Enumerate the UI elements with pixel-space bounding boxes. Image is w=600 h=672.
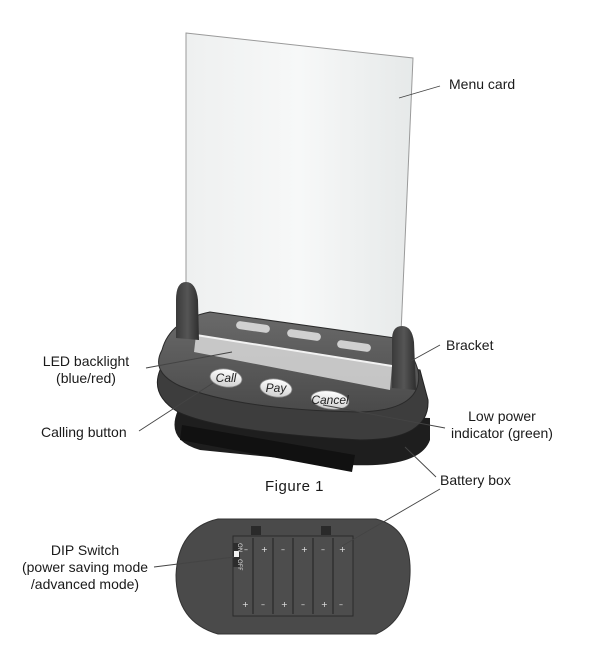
polarity-mark: + xyxy=(339,545,346,554)
menu-card xyxy=(185,32,414,357)
dip-off-label: OFF xyxy=(236,559,243,571)
clip-right xyxy=(321,526,331,535)
dip-switch-label: DIP Switch (power saving mode /advanced … xyxy=(18,542,152,593)
polarity-mark: + xyxy=(301,545,308,554)
pay-button[interactable]: Pay xyxy=(259,377,293,399)
led-backlight-label: LED backlight (blue/red) xyxy=(36,353,136,387)
bracket-right xyxy=(392,326,416,390)
calling-button-label: Calling button xyxy=(41,424,127,440)
battery-box-bottom-view: ON OFF – + – + – + + – + – + – xyxy=(175,518,411,635)
cancel-button[interactable]: Cancel xyxy=(310,388,350,411)
call-button[interactable]: Call xyxy=(209,367,243,389)
dip-switch-line-3: /advanced mode) xyxy=(30,576,140,592)
low-power-line-1: Low power xyxy=(468,408,536,424)
bracket-label: Bracket xyxy=(446,337,494,353)
polarity-mark: – xyxy=(281,545,285,554)
clip-left xyxy=(251,526,261,535)
polarity-mark: + xyxy=(261,545,268,554)
polarity-mark: – xyxy=(244,545,248,554)
polarity-mark: + xyxy=(321,600,328,609)
cancel-button-label: Cancel xyxy=(311,393,349,407)
polarity-mark: – xyxy=(301,600,305,609)
polarity-mark: – xyxy=(261,600,265,609)
dip-switch-line-1: DIP Switch xyxy=(50,542,120,558)
call-button-label: Call xyxy=(216,371,237,385)
figure-caption: Figure 1 xyxy=(265,478,325,495)
top-slot xyxy=(236,321,270,333)
battery-box-part xyxy=(180,425,355,472)
pay-button-label: Pay xyxy=(266,381,288,395)
leader-lines-bottom xyxy=(153,488,441,568)
top-slot xyxy=(287,329,321,341)
polarity-mark: – xyxy=(321,545,325,554)
dip-switch-knob[interactable] xyxy=(234,551,239,557)
low-power-indicator-label: Low power indicator (green) xyxy=(443,408,561,442)
polarity-mark: + xyxy=(242,600,249,609)
dip-switch-line-2: (power saving mode xyxy=(21,559,149,575)
polarity-mark: + xyxy=(281,600,288,609)
led-backlight-strip xyxy=(194,335,392,390)
bracket-left xyxy=(176,282,199,340)
menu-card-label: Menu card xyxy=(449,76,516,92)
led-backlight-line-1: LED backlight xyxy=(42,353,130,369)
battery-box-label: Battery box xyxy=(440,472,511,488)
leader-lines xyxy=(138,85,446,478)
battery-dividers xyxy=(252,538,334,614)
led-backlight-line-2: (blue/red) xyxy=(56,370,116,386)
top-slot xyxy=(337,340,371,352)
low-power-line-2: indicator (green) xyxy=(451,425,553,441)
dip-on-label: ON xyxy=(236,543,243,552)
polarity-mark: – xyxy=(339,600,343,609)
